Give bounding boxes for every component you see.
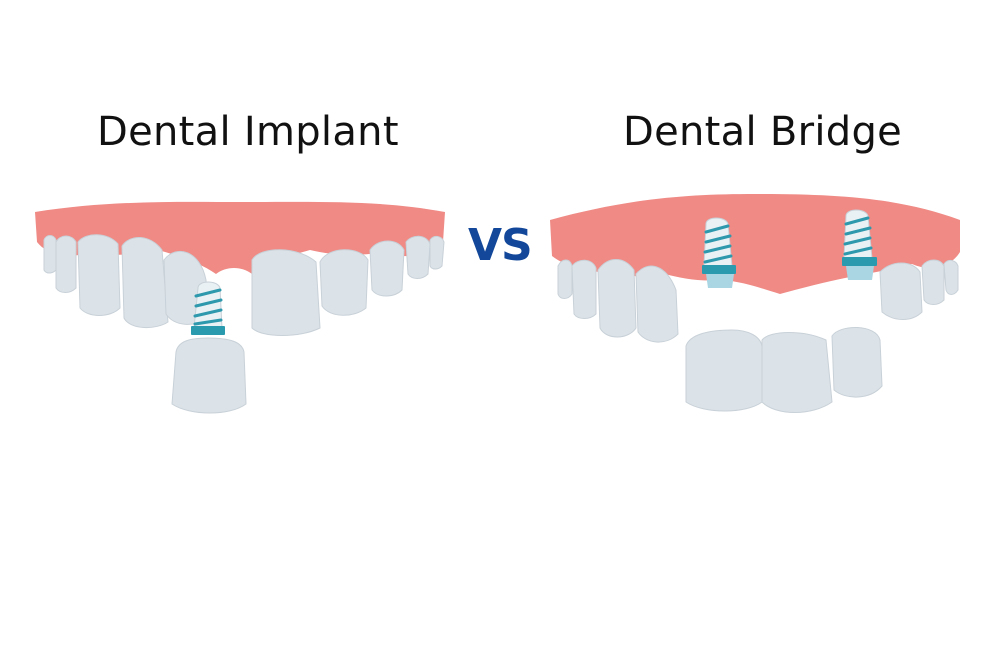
screw-thread	[193, 288, 223, 326]
tooth	[319, 249, 369, 316]
tooth	[121, 237, 169, 328]
abutment-band	[191, 326, 225, 335]
dental-implant-title: Dental Implant	[97, 109, 399, 155]
tooth	[571, 259, 597, 319]
tooth	[943, 259, 959, 295]
dental-implant-illustration	[35, 201, 445, 414]
tooth	[55, 235, 77, 293]
abutment-post	[846, 266, 874, 280]
tooth	[405, 235, 431, 279]
tooth	[557, 259, 573, 299]
screw-thread	[843, 216, 873, 256]
abutment-band	[842, 257, 877, 266]
tooth	[635, 265, 679, 343]
dental-bridge-illustration	[550, 194, 960, 413]
tooth	[921, 259, 945, 305]
screw-thread	[703, 224, 733, 264]
bridge-pontic	[761, 332, 833, 413]
implant-crown	[171, 337, 247, 414]
tooth	[43, 235, 57, 274]
bridge-crown	[685, 329, 763, 412]
abutment-post	[706, 274, 734, 288]
tooth	[77, 234, 121, 316]
tooth	[879, 262, 923, 320]
abutment-band	[702, 265, 736, 274]
bridge-crown	[831, 326, 883, 398]
vs-separator: VS	[468, 220, 533, 271]
dental-bridge-title: Dental Bridge	[623, 109, 903, 155]
tooth	[369, 240, 405, 297]
tooth	[251, 249, 321, 336]
gum	[35, 201, 445, 274]
tooth	[597, 259, 637, 338]
tooth	[429, 235, 445, 270]
